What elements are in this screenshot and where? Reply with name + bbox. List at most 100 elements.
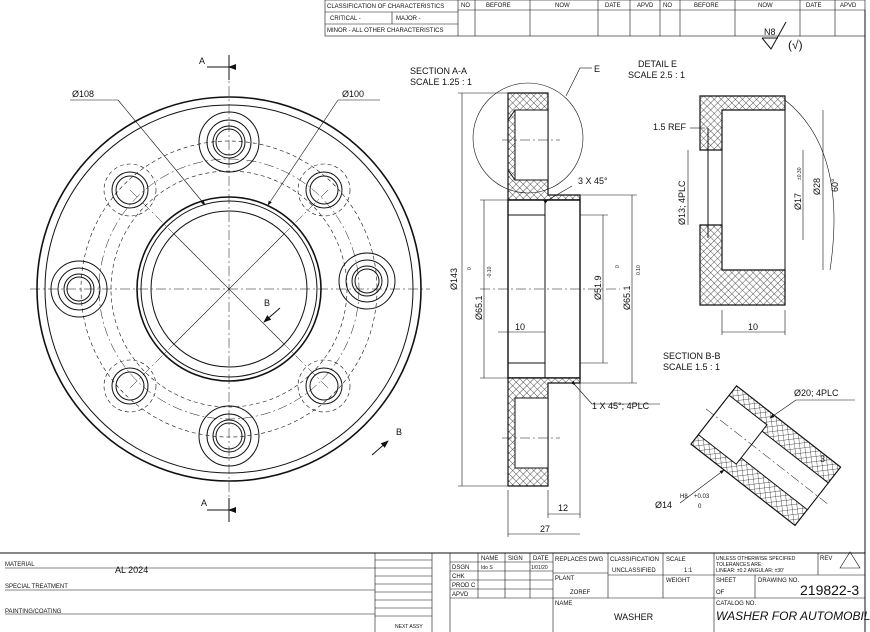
- tolerances-line1: UNLESS OTHERWISE SPECIFIED: [716, 556, 796, 562]
- hole-left: [50, 260, 108, 318]
- revision-block: CLASSIFICATION OF CHARACTERISTICS CRITIC…: [324, 0, 866, 37]
- finish-symbol-text: (√): [788, 38, 803, 52]
- dia-65-left-label: Ø65.1: [474, 295, 484, 320]
- replaces-dwg-label: REPLACES DWG: [555, 557, 604, 563]
- dsgn-date: 1/01/20: [531, 565, 548, 571]
- bb-dim-3: 3: [820, 454, 825, 464]
- detail-e-lower-hatch: [699, 224, 786, 306]
- detail-e-callout: E: [594, 64, 600, 74]
- section-arrow-a-bottom: A: [201, 498, 207, 508]
- detail-e: DETAIL E SCALE 2.5 : 1 1.5 REF Ø13; 4PLC…: [628, 59, 840, 335]
- drawing-no: 219822-3: [800, 582, 859, 598]
- section-a-a: SECTION A-A SCALE 1.25 : 1 E 3 X 45° 1 X…: [410, 64, 660, 537]
- surface-finish-symbol: N8 (√): [761, 21, 803, 52]
- dia-28-label: Ø28: [812, 178, 822, 195]
- tol-left-upper: 0: [467, 267, 473, 270]
- fit-h8-label: H8: [680, 494, 688, 500]
- ref-1-5-label: 1.5 REF: [653, 122, 687, 132]
- row-prod-c-label: PROD C: [452, 583, 476, 589]
- detail-e-upper-hatch: [699, 95, 786, 151]
- outer-chamfer: [44, 104, 414, 474]
- hub-outer: [136, 196, 322, 382]
- dia-13-4plc-label: Ø13; 4PLC: [677, 180, 687, 225]
- tol-right-upper: 0: [615, 265, 621, 268]
- hub-chamfer: [140, 200, 318, 378]
- critical-label: CRITICAL -: [330, 16, 361, 22]
- material-label: MATERIAL: [5, 562, 35, 568]
- hole-bottom: [198, 405, 260, 467]
- row-chk-label: CHK: [452, 574, 465, 580]
- section-bb-title: SECTION B-B: [663, 351, 721, 361]
- hole-upper-right: [297, 163, 351, 217]
- col-sign-label: SIGN: [508, 556, 523, 562]
- col-name-label: NAME: [481, 556, 498, 562]
- angle-60-label: 60°: [830, 178, 840, 192]
- surface-grade: N8: [764, 27, 776, 37]
- special-treatment-label: SPECIAL TREATMENT: [5, 584, 68, 590]
- rev-col-apvd-2: APVD: [840, 3, 857, 9]
- dim-10-label: 10: [515, 322, 525, 332]
- hole-lower-right: [297, 359, 351, 413]
- dia-14-label: Ø14: [655, 500, 672, 510]
- detail-e-circle: [472, 82, 584, 194]
- rev-triangle-icon: [839, 551, 861, 569]
- dsgn-name: Ido S: [481, 565, 493, 571]
- minor-label: MINOR - ALL OTHER CHARACTERISTICS: [327, 28, 443, 34]
- catalog-value: WASHER FOR AUTOMOBILE: [716, 609, 870, 623]
- dia-100-label: Ø100: [342, 89, 364, 99]
- hidden-circle-outer: [80, 140, 378, 438]
- detail-e-dim-10: 10: [748, 322, 758, 332]
- front-view: Ø108 Ø100 A A B B: [30, 55, 430, 522]
- fit-lower: 0: [698, 504, 702, 510]
- row-dsgn-label: DSGN: [452, 565, 469, 571]
- of-label: OF: [716, 590, 725, 596]
- finish-check-icon: [761, 21, 787, 50]
- hidden-circle-inner: [110, 170, 348, 408]
- rev-col-no-2: NO: [663, 3, 672, 9]
- rev-col-date-1: DATE: [605, 3, 621, 9]
- next-assy-label: NEXT ASSY: [395, 624, 423, 630]
- dim-27-label: 27: [540, 524, 550, 534]
- tol-right-lower: 0.10: [636, 265, 642, 275]
- hole-upper-left: [103, 163, 157, 217]
- sheet-label: SHEET: [716, 578, 736, 584]
- name-label: NAME: [555, 601, 572, 607]
- painting-label: PAINTING/COATING: [5, 609, 62, 615]
- hole-right: [338, 252, 396, 310]
- classification-label: CLASSIFICATION: [610, 557, 659, 563]
- dia-65-right-label: Ø65.1: [622, 285, 632, 310]
- major-label: MAJOR -: [396, 16, 421, 22]
- section-aa-title: SECTION A-A: [410, 66, 467, 76]
- bolt-circle: [98, 158, 360, 420]
- catalog-label: CATALOG NO.: [716, 601, 756, 607]
- classification-header: CLASSIFICATION OF CHARACTERISTICS: [327, 4, 444, 10]
- fit-upper: +0.03: [694, 494, 710, 500]
- dia-143-label: Ø143: [449, 268, 459, 290]
- section-aa-scale: SCALE 1.25 : 1: [410, 77, 472, 87]
- material-value: AL 2024: [115, 565, 148, 575]
- rev-col-date-2: DATE: [806, 3, 822, 9]
- classification-value: UNCLASSIFIED: [612, 568, 656, 574]
- rev-col-now-1: NOW: [555, 3, 570, 9]
- dia-51-label: Ø51.9: [593, 275, 603, 300]
- scale-label: SCALE: [666, 557, 686, 563]
- rev-col-apvd-1: APVD: [637, 3, 654, 9]
- rev-col-now-2: NOW: [758, 3, 773, 9]
- row-apvd-label: APVD: [452, 592, 469, 598]
- plant-value: ZOREF: [570, 590, 591, 596]
- detail-e-title: DETAIL E: [638, 59, 677, 69]
- outer-rim: [36, 96, 422, 482]
- detail-e-scale: SCALE 2.5 : 1: [628, 70, 685, 80]
- drawing-no-label: DRAWING NO.: [758, 578, 799, 584]
- rev-col-before-1: BEFORE: [486, 3, 511, 9]
- hole-lower-left: [103, 359, 157, 413]
- section-arrow-b-bottom: B: [396, 427, 402, 437]
- dia-20-4plc-label: Ø20; 4PLC: [794, 388, 839, 398]
- bore: [150, 210, 308, 368]
- dim-12-label: 12: [558, 503, 568, 513]
- tolerances-line2: TOLERANCES ARE:: [716, 562, 763, 568]
- rev-col-no-1: NO: [461, 3, 470, 9]
- plant-label: PLANT: [555, 576, 575, 582]
- chamfer-1x45-4plc: 1 X 45°; 4PLC: [592, 401, 650, 411]
- rev-label: REV: [820, 556, 832, 562]
